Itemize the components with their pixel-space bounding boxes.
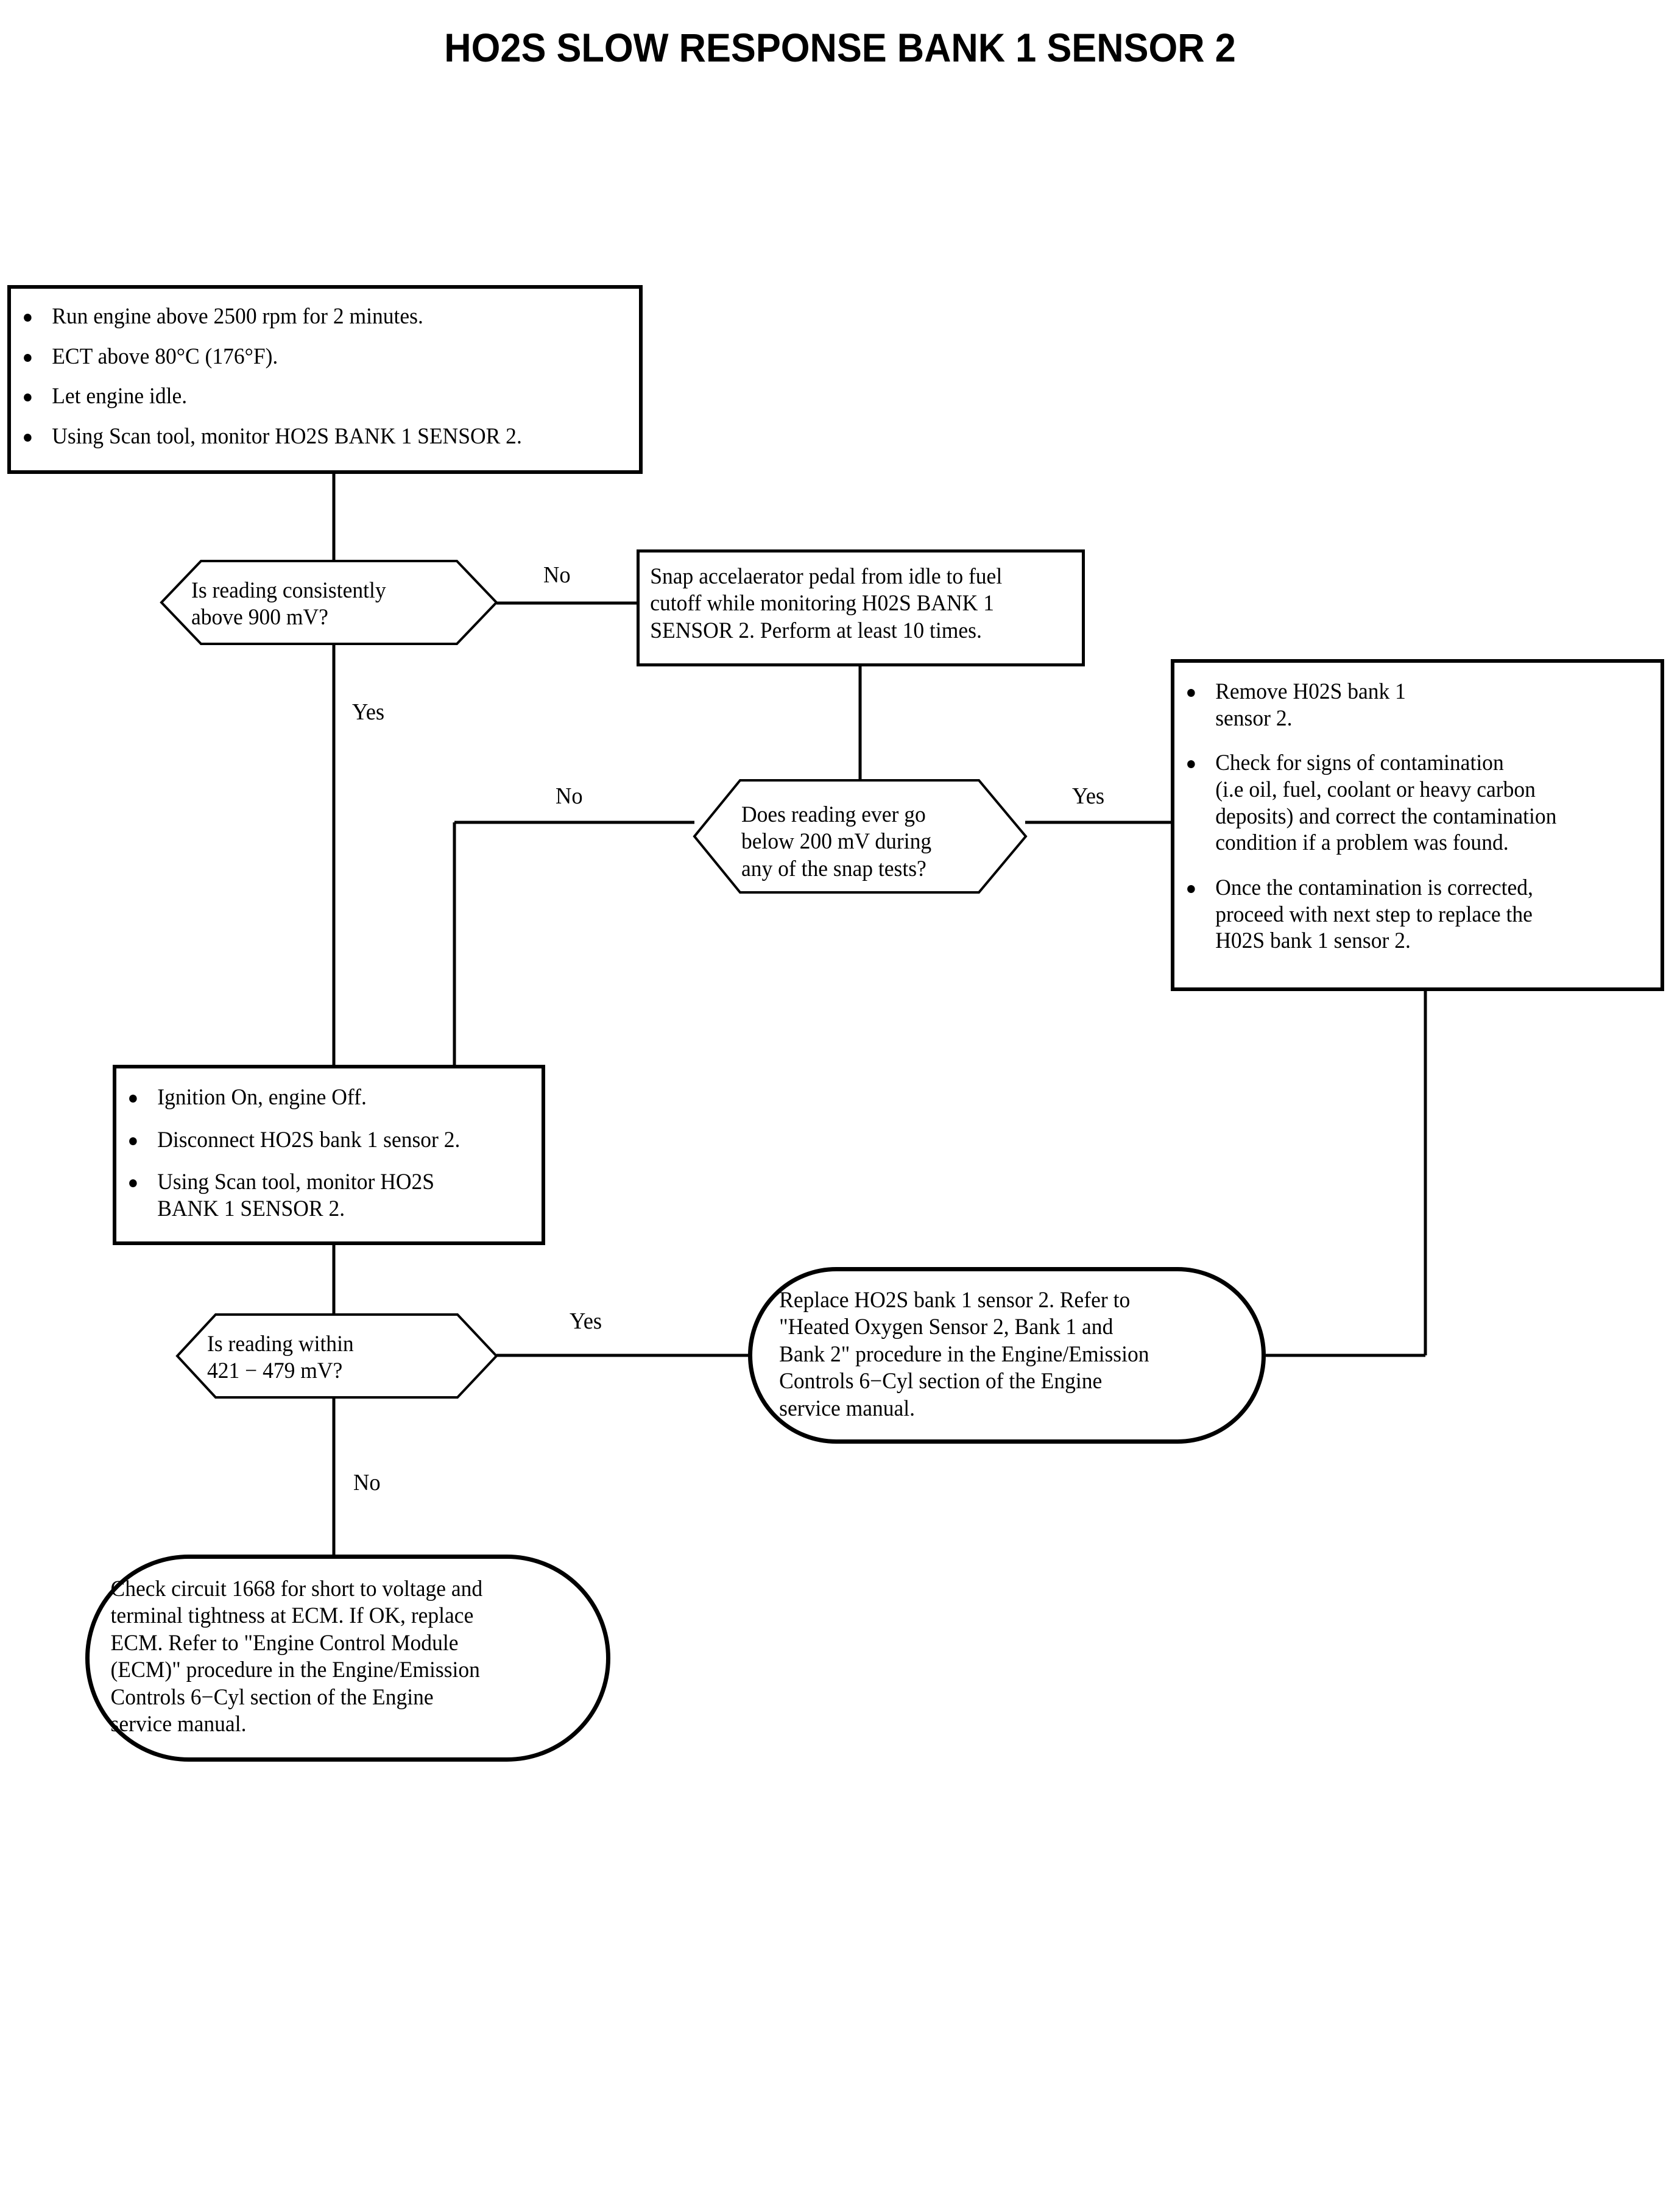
decision-label: Is reading within 421 − 479 mV?	[207, 1331, 354, 1385]
list-item: Using Scan tool, monitor HO2S BANK 1 SEN…	[11, 423, 614, 450]
contamination-list: Remove H02S bank 1 sensor 2. Check for s…	[1174, 663, 1661, 955]
list-item: Run engine above 2500 rpm for 2 minutes.	[11, 303, 614, 330]
decision-line: Is reading consistently	[191, 578, 386, 603]
list-item: Remove H02S bank 1 sensor 2.	[1174, 679, 1641, 732]
edge-label-d1-yes: Yes	[352, 699, 385, 725]
text-line: service manual.	[779, 1396, 916, 1421]
list-item: Using Scan tool, monitor HO2S BANK 1 SEN…	[116, 1169, 524, 1222]
text-line: SENSOR 2. Perform at least 10 times.	[650, 618, 982, 643]
snap-pedal-text: Snap accelaerator pedal from idle to fue…	[640, 552, 1064, 644]
edge-label-d3-yes: Yes	[570, 1308, 602, 1334]
text-line: Snap accelaerator pedal from idle to fue…	[650, 564, 1003, 589]
decision-label: Is reading consistently above 900 mV?	[191, 577, 386, 632]
decision-line: 421 − 479 mV?	[207, 1358, 343, 1384]
text-line: terminal tightness at ECM. If OK, replac…	[110, 1603, 474, 1629]
text-line: "Heated Oxygen Sensor 2, Bank 1 and	[779, 1315, 1114, 1340]
list-item: Check for signs of contamination (i.e oi…	[1174, 750, 1641, 856]
replace-sensor-text: Replace HO2S bank 1 sensor 2. Refer to "…	[752, 1271, 1241, 1422]
edge-label-d2-no: No	[556, 783, 583, 809]
edge-label-d2-yes: Yes	[1072, 783, 1105, 809]
decision-reading-within-range: Is reading within 421 − 479 mV?	[175, 1313, 498, 1399]
list-item: Ignition On, engine Off.	[116, 1084, 524, 1111]
edge-label-d1-no: No	[543, 562, 571, 588]
text-line: cutoff while monitoring H02S BANK 1	[650, 591, 994, 616]
text-line: service manual.	[110, 1711, 247, 1737]
check-circuit-text: Check circuit 1668 for short to voltage …	[90, 1559, 585, 1738]
list-item: Disconnect HO2S bank 1 sensor 2.	[116, 1127, 524, 1154]
page-title: HO2S SLOW RESPONSE BANK 1 SENSOR 2	[444, 25, 1236, 70]
node-snap-pedal: Snap accelaerator pedal from idle to fue…	[637, 549, 1085, 666]
node-start-conditions: Run engine above 2500 rpm for 2 minutes.…	[7, 285, 643, 474]
text-line: Bank 2" procedure in the Engine/Emission	[779, 1341, 1149, 1367]
node-replace-sensor: Replace HO2S bank 1 sensor 2. Refer to "…	[748, 1267, 1266, 1444]
decision-label: Does reading ever go below 200 mV during…	[741, 802, 931, 883]
decision-line: any of the snap tests?	[741, 856, 926, 881]
decision-line: below 200 mV during	[741, 829, 932, 855]
node-remove-check-contamination: Remove H02S bank 1 sensor 2. Check for s…	[1171, 659, 1664, 991]
list-item: Let engine idle.	[11, 383, 614, 410]
decision-reading-above-900mv: Is reading consistently above 900 mV?	[160, 559, 498, 646]
start-conditions-list: Run engine above 2500 rpm for 2 minutes.…	[11, 289, 639, 450]
text-line: (ECM)" procedure in the Engine/Emission	[110, 1658, 480, 1683]
list-item: Once the contamination is corrected, pro…	[1174, 875, 1641, 955]
text-line: Controls 6−Cyl section of the Engine	[110, 1684, 434, 1710]
decision-line: Is reading within	[207, 1332, 354, 1357]
decision-line: Does reading ever go	[741, 802, 926, 827]
text-line: Replace HO2S bank 1 sensor 2. Refer to	[779, 1288, 1131, 1313]
node-ignition-on: Ignition On, engine Off. Disconnect HO2S…	[113, 1065, 545, 1245]
text-line: Controls 6−Cyl section of the Engine	[779, 1369, 1103, 1394]
edge-label-d3-no: No	[353, 1470, 381, 1495]
list-item: ECT above 80°C (176°F).	[11, 344, 614, 370]
text-line: Check circuit 1668 for short to voltage …	[110, 1576, 483, 1601]
text-line: ECM. Refer to "Engine Control Module	[110, 1630, 459, 1656]
decision-below-200mv: Does reading ever go below 200 mV during…	[693, 778, 1028, 894]
node-check-circuit: Check circuit 1668 for short to voltage …	[85, 1555, 610, 1762]
decision-line: above 900 mV?	[191, 605, 328, 630]
ignition-list: Ignition On, engine Off. Disconnect HO2S…	[116, 1068, 542, 1223]
